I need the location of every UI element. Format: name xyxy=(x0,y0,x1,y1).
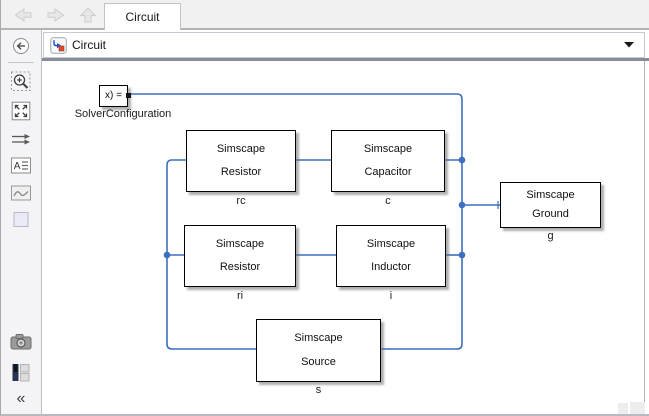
block-text: Simscape xyxy=(363,142,413,155)
breadcrumb: Circuit xyxy=(43,32,645,58)
block-source-s[interactable]: Simscape Source xyxy=(256,319,381,382)
tab-bar: Circuit xyxy=(1,0,649,30)
palette-sidebar: A « xyxy=(1,30,42,414)
signal-arrows-icon[interactable] xyxy=(11,132,31,147)
junction-dot xyxy=(458,156,466,164)
block-inductor-i[interactable]: Simscape Inductor xyxy=(336,225,446,287)
block-label-solver: SolverConfiguration xyxy=(74,108,172,120)
viewmarks-icon[interactable] xyxy=(12,363,31,382)
block-resistor-rc[interactable]: Simscape Resistor xyxy=(186,130,296,192)
forward-arrow-icon[interactable] xyxy=(44,5,68,25)
block-solver-configuration[interactable]: x) = xyxy=(99,85,131,107)
block-text: Simscape xyxy=(294,332,343,344)
block-text: Ground xyxy=(532,207,569,220)
block-ground-g[interactable]: Simscape Ground xyxy=(500,182,601,228)
block-label-s: s xyxy=(315,384,322,396)
block-text: Simscape xyxy=(215,237,265,250)
block-text: Resistor xyxy=(219,261,261,274)
block-text: Simscape xyxy=(526,189,575,202)
canvas-corner-artifact xyxy=(618,403,628,414)
chevron-down-icon[interactable] xyxy=(624,42,634,48)
block-resistor-ri[interactable]: Simscape Resistor xyxy=(184,225,296,287)
solver-output-port[interactable] xyxy=(126,93,131,98)
block-label-c: c xyxy=(385,195,391,207)
wire-right-loop xyxy=(128,93,463,350)
block-capacitor-c[interactable]: Simscape Capacitor xyxy=(331,130,445,192)
annotation-icon[interactable]: A xyxy=(11,157,32,174)
zoom-in-icon[interactable] xyxy=(11,71,32,92)
block-text: Capacitor xyxy=(364,166,412,179)
block-text: Source xyxy=(301,356,336,368)
breadcrumb-model-name[interactable]: Circuit xyxy=(72,38,107,52)
block-label-i: i xyxy=(389,290,393,302)
hide-explorer-bar-icon[interactable] xyxy=(12,37,30,55)
block-text: Simscape xyxy=(366,237,416,250)
image-icon[interactable] xyxy=(11,185,32,201)
simulink-model-icon xyxy=(50,36,67,54)
collapse-icon[interactable]: « xyxy=(16,390,26,407)
screenshot-camera-icon[interactable] xyxy=(10,333,32,350)
canvas-corner-artifact xyxy=(630,402,645,414)
palette-separator xyxy=(8,62,34,63)
up-arrow-icon[interactable] xyxy=(76,5,100,25)
svg-text:A: A xyxy=(14,161,21,172)
splitter-bar[interactable] xyxy=(42,58,649,61)
block-label-ri: ri xyxy=(236,290,244,302)
tab-label: Circuit xyxy=(125,10,160,24)
junction-dot xyxy=(458,251,466,259)
tab-circuit[interactable]: Circuit xyxy=(104,3,181,30)
solver-block-text: x) = xyxy=(105,90,122,101)
fit-to-view-icon[interactable] xyxy=(11,101,31,121)
connection-wires xyxy=(128,93,500,350)
block-text: Resistor xyxy=(220,166,262,179)
block-text: Simscape xyxy=(216,142,266,155)
block-label-rc: rc xyxy=(236,195,246,207)
block-text: Inductor xyxy=(371,261,411,274)
junction-dot xyxy=(163,251,171,259)
block-label-g: g xyxy=(547,230,554,242)
area-icon[interactable] xyxy=(13,212,29,227)
back-arrow-icon[interactable] xyxy=(11,5,35,25)
model-canvas[interactable]: x) = SolverConfiguration Simscape Resist… xyxy=(43,61,645,414)
junction-dot xyxy=(458,201,466,209)
